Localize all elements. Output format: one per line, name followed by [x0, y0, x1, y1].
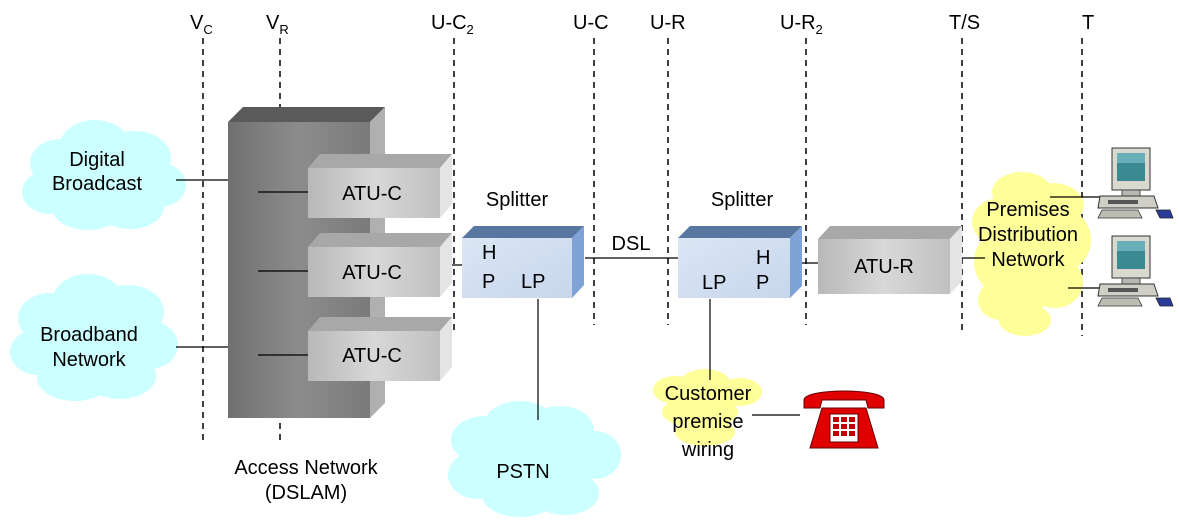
computer-icon: [1097, 147, 1174, 219]
atu-c-box-2: ATU-C: [308, 233, 452, 297]
ref-label-uc: U-C: [573, 12, 609, 34]
splitter-central-hp-p: P: [482, 271, 495, 293]
customer-premise-wiring: Customer premise wiring: [653, 369, 762, 461]
splitter-central-title: Splitter: [486, 189, 549, 211]
cloud-digital-broadcast-line2: Broadcast: [52, 173, 142, 195]
atu-r-box: ATU-R: [818, 226, 962, 294]
dslam-caption-line2: (DSLAM): [265, 482, 347, 504]
splitter-remote-hp-h: H: [756, 247, 770, 269]
splitter-central-hp-h: H: [482, 242, 496, 264]
atu-c-label-1: ATU-C: [342, 183, 402, 205]
cloud-broadband-network-line1: Broadband: [40, 324, 138, 346]
atu-r-label: ATU-R: [854, 256, 914, 278]
premises-label-line2: Distribution: [978, 224, 1078, 246]
ref-label-ur: U-R: [650, 12, 686, 34]
wiring-label-line3: wiring: [681, 439, 734, 461]
ref-label-ur2: U-R2: [780, 12, 823, 37]
ref-label-uc2: U-C2: [431, 12, 474, 37]
ref-label-vr: VR: [266, 12, 289, 37]
splitter-remote-title: Splitter: [711, 189, 774, 211]
wiring-label-line1: Customer: [665, 383, 752, 405]
ref-label-ts: T/S: [949, 12, 980, 34]
telephone-icon: [803, 390, 885, 449]
ref-label-vc: VC: [190, 12, 213, 37]
atu-c-label-3: ATU-C: [342, 345, 402, 367]
atu-c-box-1: ATU-C: [308, 154, 452, 218]
ref-label-t: T: [1082, 12, 1094, 34]
atu-c-label-2: ATU-C: [342, 262, 402, 284]
cloud-broadband-network-line2: Network: [52, 349, 126, 371]
dslam-caption-line1: Access Network: [234, 457, 378, 479]
splitter-remote: Splitter H P LP: [678, 189, 802, 298]
cloud-pstn: PSTN: [448, 401, 621, 517]
dsl-label: DSL: [612, 233, 651, 255]
wiring-label-line2: premise: [672, 411, 743, 433]
splitter-remote-lp: LP: [702, 272, 726, 294]
cloud-broadband-network: Broadband Network: [10, 274, 178, 401]
cloud-digital-broadcast: Digital Broadcast: [22, 120, 186, 230]
splitter-remote-hp-p: P: [756, 272, 769, 294]
splitter-central-lp: LP: [521, 271, 545, 293]
cloud-pstn-label: PSTN: [496, 461, 549, 483]
premises-label-line3: Network: [991, 249, 1065, 271]
reference-labels: VC VR U-C2 U-C U-R U-R2 T/S T: [190, 12, 1094, 37]
premises-distribution-network: Premises Distribution Network: [972, 172, 1091, 336]
atu-c-box-3: ATU-C: [308, 317, 452, 381]
premises-label-line1: Premises: [986, 199, 1069, 221]
cloud-digital-broadcast-line1: Digital: [69, 149, 125, 171]
splitter-central: Splitter H P LP: [462, 189, 584, 298]
computer-icon: [1097, 235, 1174, 307]
